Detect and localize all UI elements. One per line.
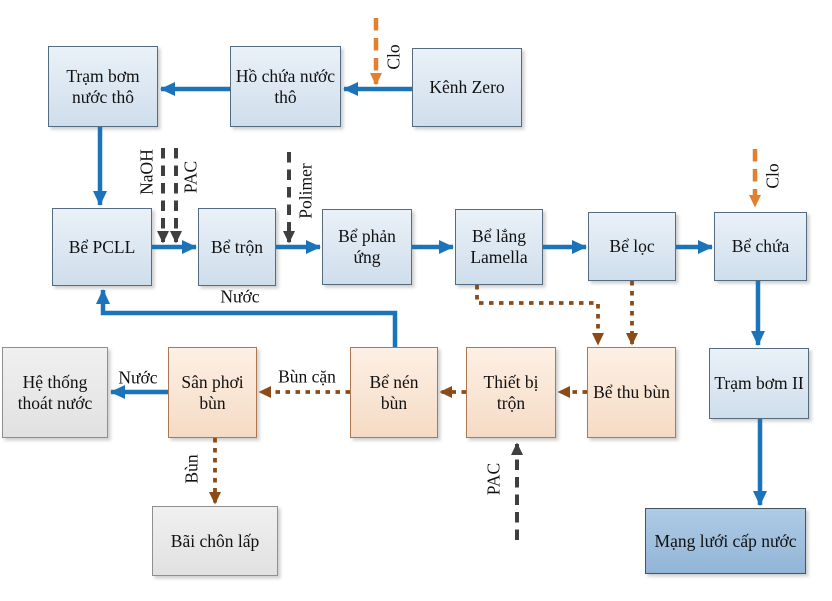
node-be-thu-bun: Bể thu bùn bbox=[587, 347, 676, 438]
node-tram-bom-2: Trạm bơm II bbox=[709, 348, 809, 419]
node-be-pcll: Bể PCLL bbox=[52, 208, 152, 286]
label-clo-right: Clo bbox=[762, 163, 783, 189]
label-bun-can: Bùn cặn bbox=[278, 366, 336, 387]
node-ho-chua-nuoc-tho: Hồ chứa nước thô bbox=[230, 46, 341, 127]
node-be-tron: Bể trộn bbox=[198, 208, 276, 286]
node-be-lang-lamella: Bể lắng Lamella bbox=[455, 209, 543, 285]
label-polimer: Polimer bbox=[295, 163, 316, 219]
label-pac-bottom: PAC bbox=[483, 462, 504, 496]
node-be-chua: Bể chứa bbox=[714, 212, 807, 281]
label-naoh: NaOH bbox=[136, 149, 157, 195]
line-be-lang-to-be-thu bbox=[475, 285, 604, 346]
node-mang-luoi-cap-nuoc: Mạng lưới cấp nước bbox=[645, 508, 806, 574]
label-nuoc-return: Nước bbox=[220, 286, 260, 307]
node-san-phoi-bun: Sân phơi bùn bbox=[168, 347, 257, 438]
node-be-nen-bun: Bể nén bùn bbox=[350, 347, 438, 438]
node-tram-bom-nuoc-tho: Trạm bơm nước thô bbox=[48, 46, 158, 127]
node-kenh-zero: Kênh Zero bbox=[412, 48, 522, 127]
node-thiet-bi-tron: Thiết bị trộn bbox=[466, 347, 556, 438]
node-he-thong-thoat-nuoc: Hệ thống thoát nước bbox=[2, 347, 108, 438]
label-nuoc-left: Nước bbox=[118, 367, 158, 388]
label-clo-top: Clo bbox=[383, 44, 404, 70]
node-bai-chon-lap: Bãi chôn lấp bbox=[152, 506, 278, 576]
label-pac-top: PAC bbox=[180, 160, 201, 194]
node-be-phan-ung: Bể phản ứng bbox=[322, 209, 412, 285]
label-bun: Bùn bbox=[181, 454, 202, 484]
node-be-loc: Bể lọc bbox=[588, 212, 676, 281]
